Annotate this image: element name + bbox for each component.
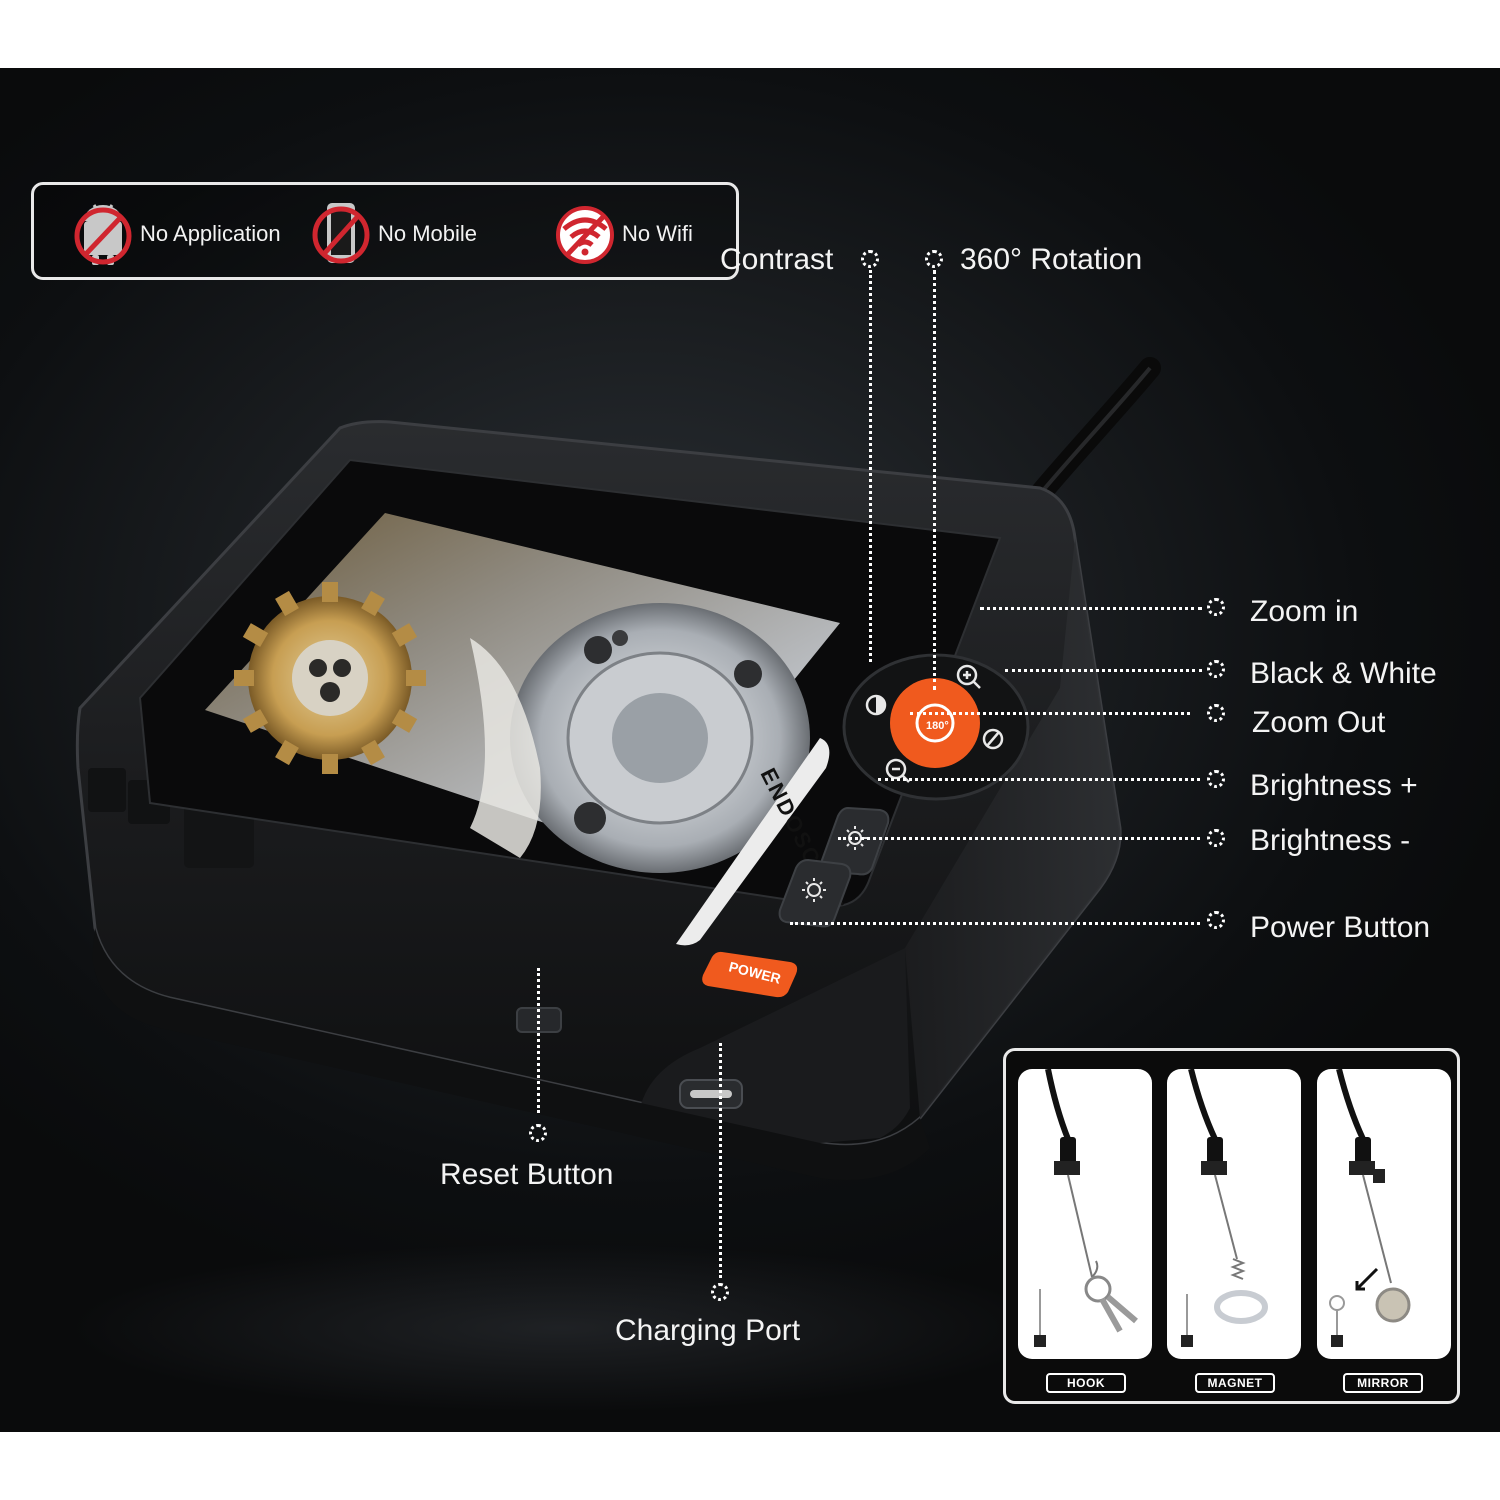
callout-power-button: Power Button xyxy=(1250,911,1431,944)
zoom-out-marker xyxy=(1207,704,1225,722)
control-panel: 180° xyxy=(702,653,1030,998)
magnet-attachment-icon xyxy=(1181,1069,1268,1347)
feature-box: No Application No Mobile xyxy=(31,182,739,280)
attachment-label-magnet: MAGNET xyxy=(1195,1373,1275,1393)
brightness-minus-leader xyxy=(838,837,1200,840)
black-white-marker xyxy=(1207,660,1225,678)
no-mobile-icon xyxy=(310,199,372,269)
brightness-plus-button xyxy=(820,806,890,876)
endoscope-device: ENDOSCOPE 180° xyxy=(75,357,1161,1180)
feature-no-wifi: No Wifi xyxy=(554,185,693,283)
mirror-attachment-icon xyxy=(1329,1069,1411,1347)
brightness-plus-marker xyxy=(1207,770,1225,788)
reset-marker xyxy=(529,1124,547,1142)
black-white-leader xyxy=(1005,669,1202,672)
zoom-in-leader xyxy=(980,607,1202,610)
zoom-in-marker xyxy=(1207,598,1225,616)
feature-label: No Application xyxy=(140,221,281,246)
black-white-icon xyxy=(982,728,1004,750)
power-leader xyxy=(790,922,1200,925)
attachment-label-hook: HOOK xyxy=(1046,1373,1126,1393)
callout-black-white: Black & White xyxy=(1250,657,1437,690)
rotation-marker xyxy=(925,250,943,268)
rotation-label: 180° xyxy=(926,720,949,732)
feature-no-application: No Application xyxy=(72,185,281,283)
callout-brightness-minus: Brightness - xyxy=(1250,824,1411,857)
callout-zoom-out: Zoom Out xyxy=(1252,706,1386,739)
attachment-card-hook xyxy=(1018,1069,1152,1359)
power-button xyxy=(702,951,798,998)
attachment-label-mirror: MIRROR xyxy=(1343,1373,1423,1393)
attachment-card-mirror xyxy=(1317,1069,1451,1359)
brightness-plus-leader xyxy=(878,778,1200,781)
rotation-leader xyxy=(933,270,936,690)
contrast-marker xyxy=(861,250,879,268)
brightness-minus-button xyxy=(778,858,852,928)
contrast-leader xyxy=(869,270,872,662)
callout-rotation: 360° Rotation xyxy=(960,243,1143,276)
feature-no-mobile: No Mobile xyxy=(310,185,477,283)
feature-label: No Wifi xyxy=(622,221,693,246)
feature-label: No Mobile xyxy=(378,221,478,246)
callout-brightness-plus: Brightness + xyxy=(1250,769,1418,802)
brightness-minus-marker xyxy=(1207,829,1225,847)
callout-zoom-in: Zoom in xyxy=(1250,595,1359,628)
charging-leader xyxy=(719,1043,722,1278)
charging-marker xyxy=(711,1283,729,1301)
callout-reset-button: Reset Button xyxy=(440,1158,614,1191)
no-wifi-icon xyxy=(554,199,616,269)
attachments-panel: HOOK MAGNET MIRROR xyxy=(1003,1048,1460,1404)
zoom-in-icon xyxy=(956,664,978,686)
rotation-button xyxy=(890,678,980,768)
hook-attachment-icon xyxy=(1034,1069,1138,1347)
attachment-card-magnet xyxy=(1167,1069,1301,1359)
power-marker xyxy=(1207,911,1225,929)
zoom-out-leader xyxy=(910,712,1190,715)
reset-leader xyxy=(537,968,540,1113)
screen-display xyxy=(205,513,840,873)
no-android-icon xyxy=(72,199,134,269)
callout-contrast: Contrast xyxy=(720,243,834,276)
sun-minus-icon xyxy=(802,878,826,902)
callout-charging-port: Charging Port xyxy=(615,1314,801,1347)
